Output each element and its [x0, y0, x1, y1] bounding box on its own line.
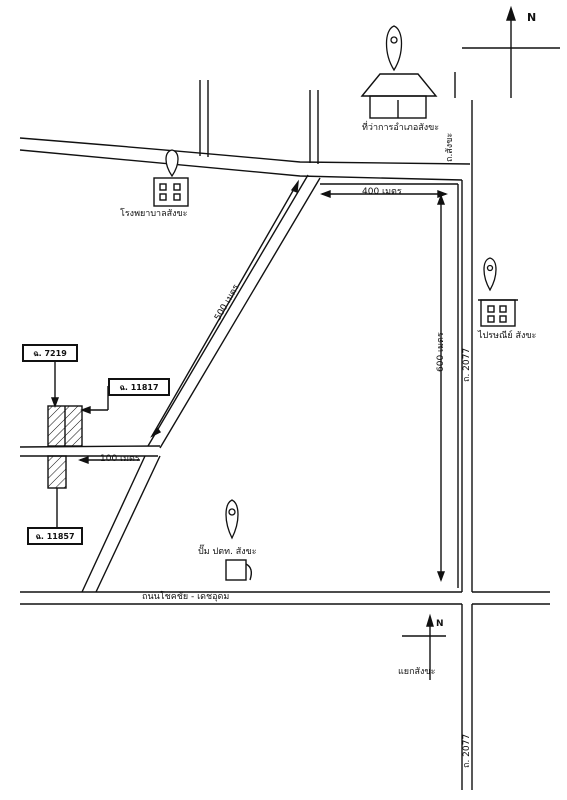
north-arrow-top-head	[506, 5, 516, 21]
pin-district-office-icon	[385, 25, 403, 72]
post-office-window-4	[499, 315, 507, 323]
plot-side-distance-label: 100 เมตร	[100, 454, 140, 464]
plot-right-label-box: ฉ. 11817	[108, 378, 170, 396]
intersection-label: แยกสังขะ	[398, 667, 436, 677]
side-road-north-edge	[19, 445, 161, 448]
gas-station-label: ปั๊ม ปตท. สังขะ	[198, 547, 257, 557]
pin-post-office-icon	[483, 257, 497, 292]
pin-post-office-dot	[486, 264, 494, 272]
north-label-top: N	[527, 11, 537, 24]
dim-top-arrow-l	[320, 189, 331, 199]
plot-bottom-label-box: ฉ. 11857	[27, 527, 83, 545]
top-distance-label: 400 เมตร	[362, 187, 402, 197]
post-office-window-3	[487, 315, 495, 323]
post-office-window-1	[487, 305, 495, 313]
dim-right-arrow-b	[436, 571, 446, 582]
pin-district-office-dot	[390, 36, 398, 44]
post-office-body	[480, 299, 516, 327]
upper-road-south-edge	[19, 149, 463, 181]
leader-top-arrow	[50, 397, 60, 408]
diagonal-road-east-edge	[159, 177, 321, 449]
dim-right-arrow-t	[436, 194, 446, 205]
pin-gas-station-dot	[228, 508, 236, 516]
hospital-window-2	[173, 183, 181, 191]
diagonal-road-west-lower	[81, 455, 146, 593]
plot-lower	[47, 455, 67, 489]
hospital-label: โรงพยาบาลสังขะ	[120, 209, 188, 219]
hospital-body	[153, 177, 189, 207]
dim-side-arrow-l	[78, 455, 89, 465]
post-office-label: ไปรษณีย์ สังขะ	[478, 331, 537, 341]
dim-diag-arrow-t	[290, 179, 299, 193]
diagonal-road-east-lower	[95, 455, 161, 593]
north-arrow-bottom-head	[426, 613, 434, 627]
diagonal-road-west-edge	[147, 174, 309, 447]
dim-diag-arrow-b	[150, 426, 162, 438]
dim-diag-line	[151, 181, 299, 437]
bottom-road-label: ถนนโชคชัย - เดชอุดม	[142, 592, 230, 602]
upper-road-north-edge	[19, 137, 471, 165]
right-road-mid-label: ถ. 2077	[462, 347, 472, 382]
hospital-window-4	[173, 193, 181, 201]
hospital-window-3	[159, 193, 167, 201]
gas-pump-hose	[245, 563, 253, 581]
district-office-label: ที่ว่าการอำเภอสังขะ	[362, 123, 440, 133]
hospital-window-1	[159, 183, 167, 191]
district-office-roof	[360, 73, 438, 97]
right-road-lower-label: ถ. 2077	[462, 733, 472, 768]
dim-top-arrow-r	[437, 189, 448, 199]
plot-top-label-box: ฉ. 7219	[22, 344, 78, 362]
pin-hospital-icon	[165, 149, 179, 178]
right-road-upper-label: ถ.สังขะ	[445, 132, 455, 162]
post-office-window-2	[499, 305, 507, 313]
gas-pump-body	[225, 559, 247, 581]
leader-right-arrow	[80, 405, 91, 415]
right-distance-label: 600 เมตร	[436, 332, 446, 372]
pin-gas-station-icon	[225, 499, 239, 540]
north-label-bottom: N	[436, 619, 444, 629]
